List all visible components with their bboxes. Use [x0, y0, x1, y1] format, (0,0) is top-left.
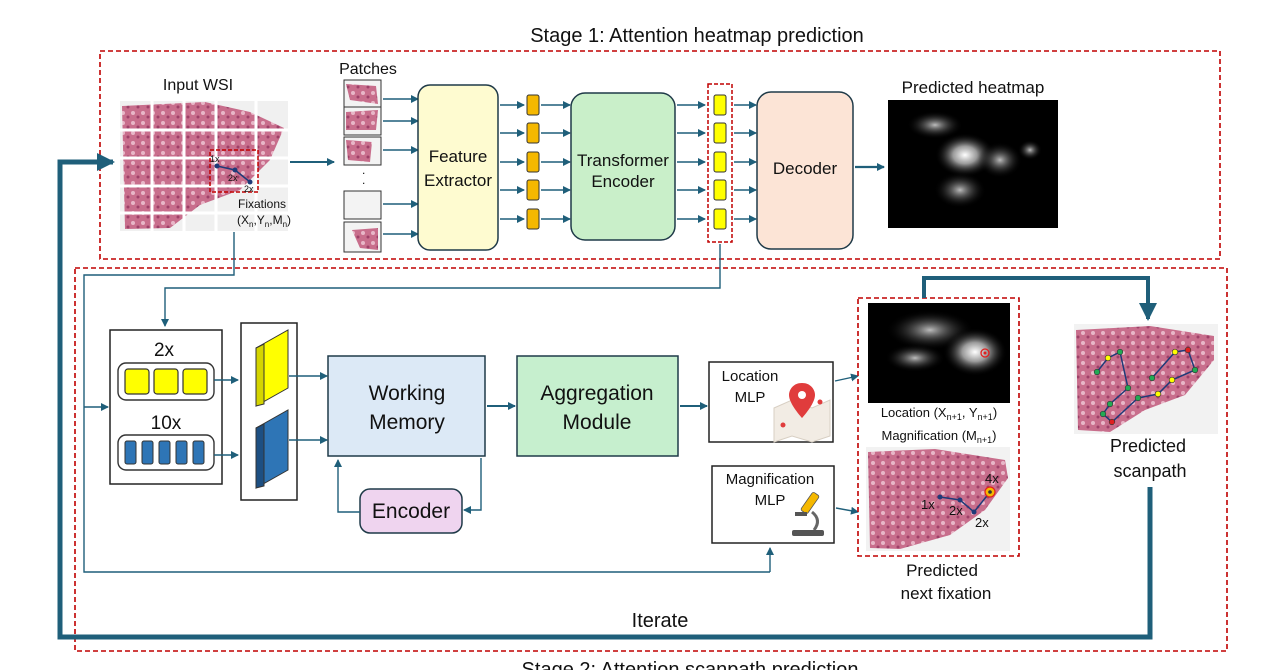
map-pin-icon: [773, 383, 831, 443]
fixation-mark-2: 2x: [228, 173, 238, 183]
transformer-encoder-line2: Encoder: [591, 172, 655, 191]
next-fix-mark-2x-a: 2x: [949, 503, 963, 518]
stage1-title: Stage 1: Attention heatmap prediction: [530, 25, 864, 47]
line-tokens-down: [161, 244, 721, 327]
predicted-heatmap-image: [888, 100, 1058, 228]
arrow-encoder-to-memory: [334, 459, 360, 513]
working-memory-box: [327, 355, 486, 457]
arrows-patches-to-extractor: [383, 95, 419, 238]
multiscale-label-10x: 10x: [151, 413, 182, 434]
multiscale-label-2x: 2x: [154, 340, 175, 361]
scanpath-label-1: Predicted: [1110, 436, 1186, 456]
arrow-location-to-heatmap: [834, 373, 859, 382]
next-fixation-label-2: next fixation: [901, 584, 992, 603]
next-fix-mark-1x: 1x: [921, 497, 935, 512]
patches-ellipsis-2: .: [362, 173, 365, 187]
fixations-formula: (Xn,Yn,Mn): [237, 213, 291, 229]
location-mlp-line2: MLP: [735, 389, 766, 406]
feature-extractor-line2: Extractor: [424, 171, 492, 190]
aggregation-line1: Aggregation: [540, 382, 653, 405]
tokens-10x: [117, 434, 215, 471]
patches-ellipsis-1: .: [362, 163, 365, 177]
feature-extractor-line1: Feature: [429, 147, 488, 166]
iterate-label: Iterate: [632, 610, 689, 632]
transformer-output-tokens: [677, 83, 757, 243]
fixation-mark-3: 2x: [244, 184, 254, 194]
magnification-mlp-line1: Magnification: [726, 471, 814, 488]
transformer-encoder-line1: Transformer: [577, 151, 669, 170]
next-fix-mark-2x-b: 2x: [975, 515, 989, 530]
next-fixation-wsi: [866, 447, 1010, 551]
arrow-magnification-to-wsi: [835, 506, 859, 515]
scanpath-wsi: [1074, 324, 1218, 434]
magnification-mlp-line2: MLP: [755, 492, 786, 509]
tokens-2x: [117, 362, 215, 401]
patches-label: Patches: [339, 61, 397, 78]
encoder-label: Encoder: [372, 500, 450, 523]
stage2-border: [74, 267, 1228, 652]
patch-stack: [343, 79, 382, 253]
decoder-box: [756, 91, 854, 250]
magnification-formula: Magnification (Mn+1): [882, 428, 997, 445]
next-fixation-label-1: Predicted: [906, 561, 978, 580]
location-mlp-line1: Location: [722, 368, 779, 385]
scanpath-label-2: scanpath: [1113, 461, 1186, 481]
arrow-memory-to-encoder: [463, 458, 482, 514]
projection-2x-block: [255, 329, 289, 407]
predicted-heatmap-label: Predicted heatmap: [902, 78, 1045, 97]
next-fixation-heatmap: [868, 303, 1010, 403]
aggregation-box: [516, 355, 679, 457]
iterate-loop-line: [57, 153, 1153, 640]
input-wsi-image: [120, 101, 288, 231]
projection-10x-block: [255, 409, 289, 489]
working-memory-line1: Working: [369, 382, 446, 405]
line-fixations-down: [83, 232, 770, 573]
working-memory-line2: Memory: [369, 411, 445, 434]
arrow-to-scanpath: [922, 276, 1157, 321]
decoder-label: Decoder: [773, 159, 838, 178]
next-fix-mark-4x: 4x: [985, 471, 999, 486]
extractor-output-tokens: [500, 94, 571, 230]
microscope-icon: [792, 492, 824, 536]
feature-extractor-box: [417, 84, 499, 251]
input-wsi-label: Input WSI: [163, 77, 233, 94]
transformer-encoder-box: [570, 92, 676, 241]
aggregation-line2: Module: [563, 411, 632, 434]
encoder-box: [359, 488, 463, 534]
stage2-title: Stage 2: Attention scanpath prediction: [522, 659, 859, 670]
next-fixation-border: [857, 297, 1020, 557]
location-formula: Location (Xn+1, Yn+1): [881, 405, 997, 422]
fixation-mark-1: 1x: [210, 154, 220, 164]
fixations-label: Fixations: [238, 197, 286, 211]
